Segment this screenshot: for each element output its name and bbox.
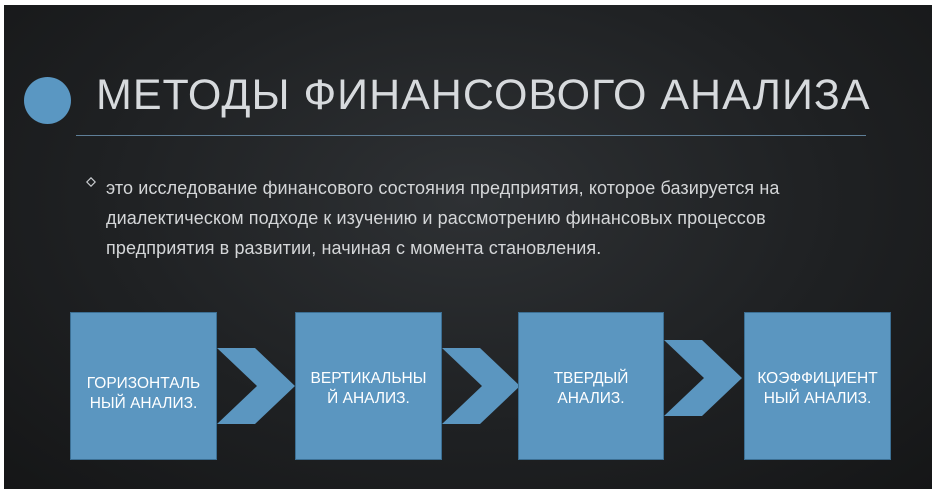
slide: МЕТОДЫ ФИНАНСОВОГО АНАЛИЗА это исследова… [4,5,932,489]
title-divider [76,135,866,136]
slide-title: МЕТОДЫ ФИНАНСОВОГО АНАЛИЗА [96,71,871,119]
chevron-right-icon [442,348,520,424]
chevron-right-icon [664,340,742,416]
chevron-right-icon [217,348,295,424]
title-circle-decoration [24,77,71,124]
diamond-bullet-icon [86,177,96,187]
bullet-text: это исследование финансового состояния п… [106,178,780,258]
